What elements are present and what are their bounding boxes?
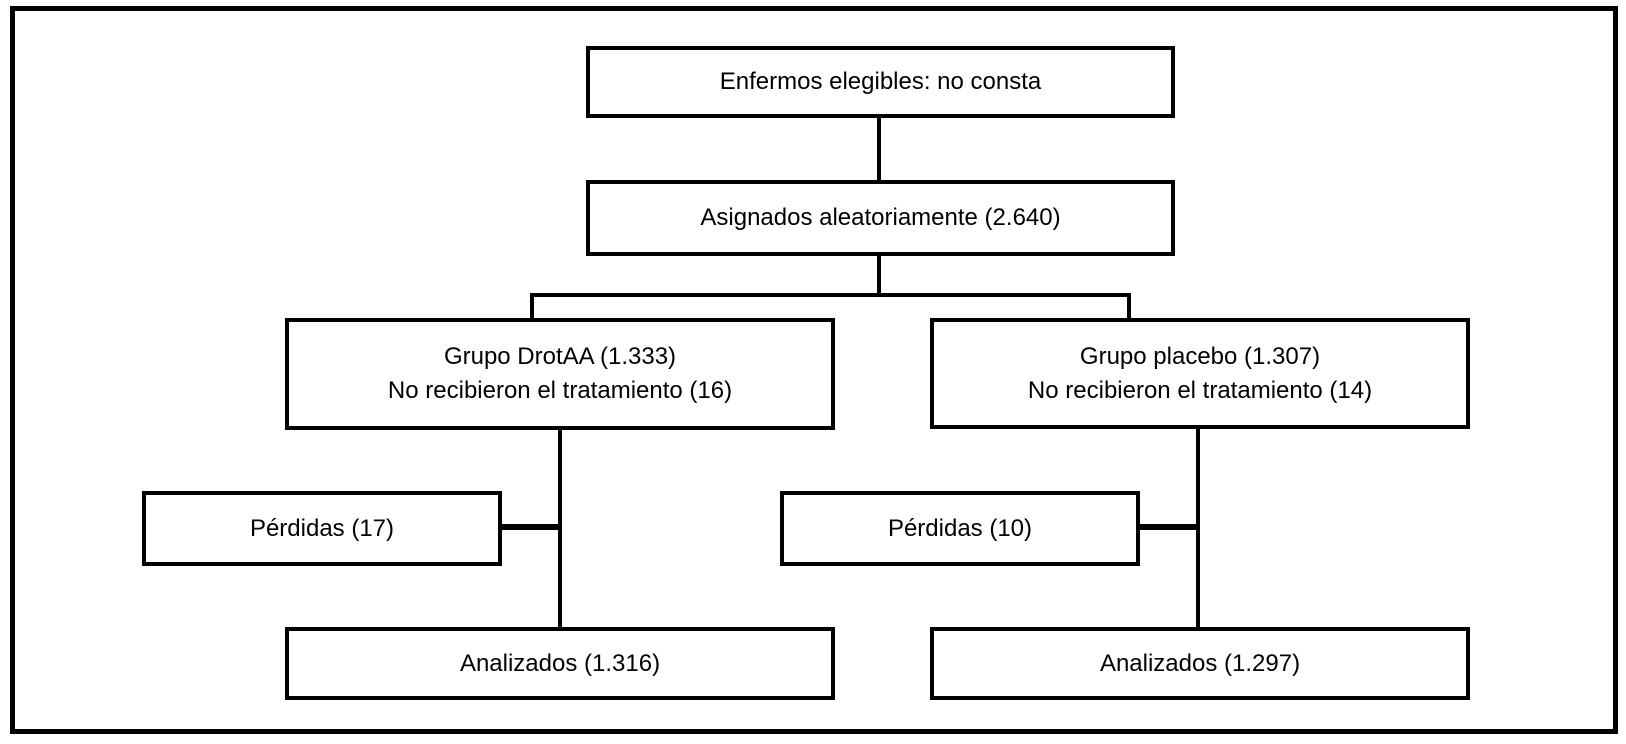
box-group-drotaa-line2: No recibieron el tratamiento (16) — [387, 377, 733, 404]
box-group-placebo: Grupo placebo (1.307) No recibieron el t… — [930, 318, 1470, 429]
box-losses-left: Pérdidas (17) — [142, 491, 502, 566]
connector-randomized-to-split — [877, 255, 881, 296]
box-eligible-text: Enfermos elegibles: no consta — [719, 68, 1042, 95]
box-analyzed-right: Analizados (1.297) — [930, 627, 1470, 700]
box-randomized: Asignados aleatoriamente (2.640) — [586, 180, 1175, 256]
box-losses-right-text: Pérdidas (10) — [887, 514, 1033, 542]
box-analyzed-left: Analizados (1.316) — [285, 627, 835, 700]
box-group-drotaa: Grupo DrotAA (1.333) No recibieron el tr… — [285, 318, 835, 430]
connector-losses-right — [1138, 524, 1198, 530]
box-losses-left-text: Pérdidas (17) — [249, 514, 395, 542]
connector-left-group-to-analyzed — [558, 428, 562, 629]
box-group-placebo-line2: No recibieron el tratamiento (14) — [1027, 376, 1373, 404]
box-losses-right: Pérdidas (10) — [780, 491, 1140, 566]
connector-eligible-to-randomized — [877, 117, 881, 181]
connector-right-group-to-analyzed — [1196, 427, 1200, 629]
connector-branch-right — [1127, 293, 1131, 320]
box-eligible-patients: Enfermos elegibles: no consta — [586, 46, 1175, 118]
box-group-placebo-line1: Grupo placebo (1.307) — [1079, 342, 1321, 370]
box-analyzed-right-text: Analizados (1.297) — [1099, 649, 1301, 677]
connector-split-bar — [530, 293, 1131, 297]
box-randomized-text: Asignados aleatoriamente (2.640) — [700, 204, 1061, 231]
connector-losses-left — [500, 524, 560, 530]
box-analyzed-left-text: Analizados (1.316) — [459, 649, 661, 677]
box-group-drotaa-line1: Grupo DrotAA (1.333) — [443, 343, 677, 370]
connector-branch-left — [530, 293, 534, 320]
outer-border — [10, 6, 1618, 734]
